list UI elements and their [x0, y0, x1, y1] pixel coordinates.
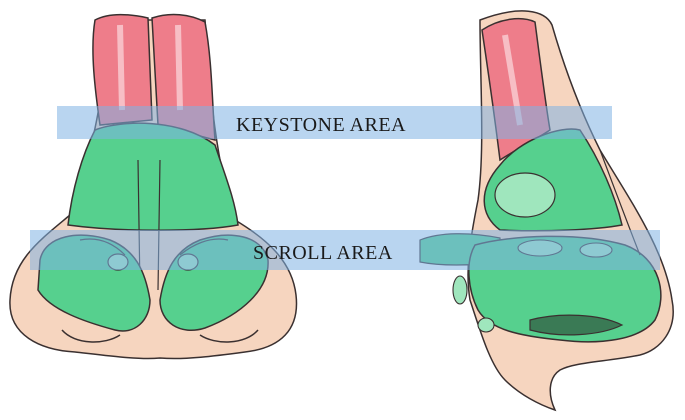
side-nostril — [529, 314, 624, 336]
scroll-band — [30, 230, 660, 270]
keystone-band — [57, 106, 612, 139]
front-view — [9, 13, 298, 360]
front-left-nostril — [61, 329, 121, 343]
scroll-area-label: SCROLL AREA — [253, 242, 393, 264]
keystone-area-label: KEYSTONE AREA — [236, 114, 407, 136]
side-view — [419, 10, 674, 412]
front-right-nostril — [199, 329, 259, 343]
